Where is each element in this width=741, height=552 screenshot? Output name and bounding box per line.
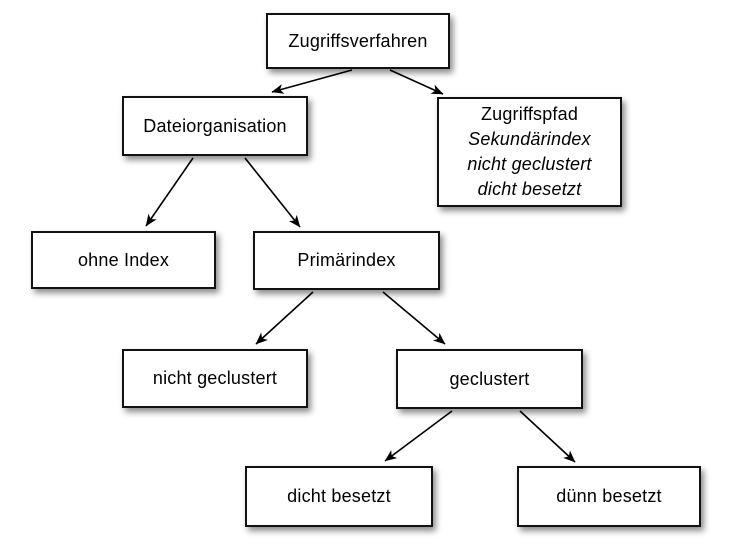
node-label-line: dicht besetzt — [477, 179, 582, 199]
node-label: Zugriffsverfahren — [288, 30, 428, 51]
node-label-line: Sekundärindex — [468, 129, 591, 149]
node-geclustert: geclustert — [396, 349, 583, 409]
node-label: Dateiorganisation — [143, 115, 287, 136]
edge-geclustert-dicht-besetzt — [384, 410, 453, 462]
node-dateiorganisation: Dateiorganisation — [122, 96, 308, 156]
node-primaerindex: Primärindex — [253, 231, 440, 290]
node-duenn-besetzt: dünn besetzt — [517, 466, 701, 527]
node-zugriffspfad: Zugriffspfad Sekundärindex nicht geclust… — [437, 97, 622, 207]
edge-zugriffsverfahren-zugriffspfad — [389, 69, 444, 95]
node-label: dicht besetzt — [287, 486, 391, 506]
edge-dateiorganisation-primaerindex — [244, 157, 301, 228]
node-label: nicht geclustert — [152, 368, 278, 388]
node-label: ohne Index — [77, 249, 170, 270]
node-label: Primärindex — [297, 250, 396, 270]
edge-geclustert-duenn-besetzt — [519, 410, 576, 463]
edge-primaerindex-geclustert — [382, 291, 446, 345]
edge-primaerindex-nicht-geclustert — [255, 291, 314, 345]
node-dicht-besetzt: dicht besetzt — [245, 466, 433, 527]
node-nicht-geclustert: nicht geclustert — [122, 349, 308, 408]
node-label-line: nicht geclustert — [467, 154, 592, 174]
node-label-line: Zugriffspfad — [480, 104, 579, 124]
node-label: geclustert — [449, 368, 530, 389]
node-label: dünn besetzt — [556, 486, 662, 506]
node-zugriffsverfahren: Zugriffsverfahren — [266, 13, 450, 69]
node-ohne-index: ohne Index — [31, 231, 216, 289]
edge-zugriffsverfahren-dateiorganisation — [271, 69, 353, 94]
edge-dateiorganisation-ohne-index — [145, 157, 194, 227]
